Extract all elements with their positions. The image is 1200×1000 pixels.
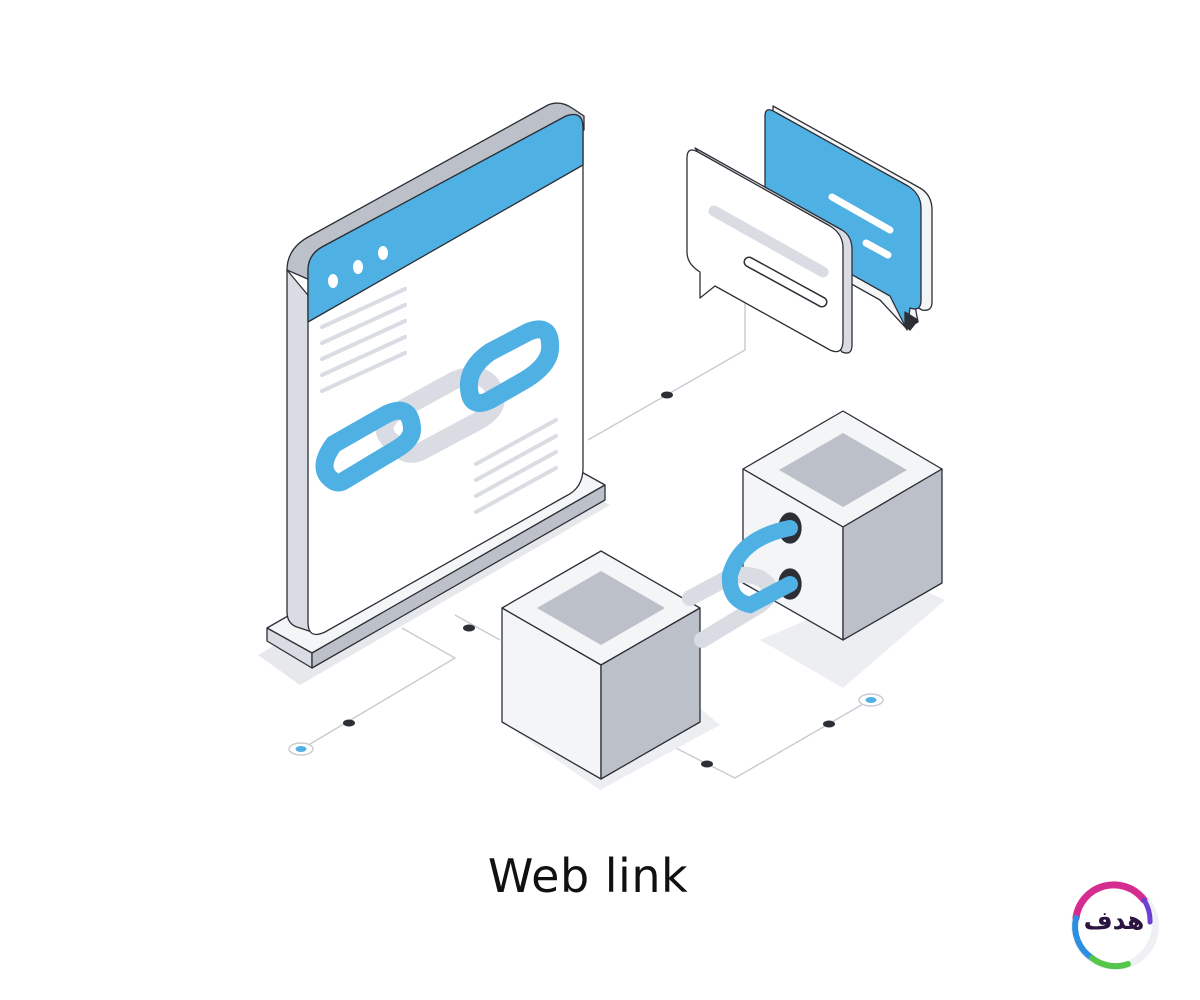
connector-nodes bbox=[288, 391, 884, 768]
connector-node-icon bbox=[661, 391, 673, 399]
brand-logo: هدف bbox=[1066, 878, 1164, 974]
logo-ring-icon bbox=[1071, 881, 1159, 970]
chain-link-icon bbox=[315, 320, 560, 492]
connector-node-icon bbox=[701, 760, 713, 768]
chat-bubbles-icon bbox=[686, 105, 933, 354]
cube-block-icon bbox=[742, 410, 945, 688]
connector-node-icon bbox=[463, 624, 475, 632]
caption-title: Web link bbox=[487, 849, 689, 903]
connector-node-icon bbox=[823, 720, 835, 728]
chain-link-icon bbox=[682, 520, 798, 648]
browser-window-icon bbox=[258, 102, 610, 685]
connector-node-icon bbox=[343, 719, 355, 727]
logo-text: هدف bbox=[1083, 906, 1145, 935]
cube-block-icon bbox=[501, 550, 720, 790]
